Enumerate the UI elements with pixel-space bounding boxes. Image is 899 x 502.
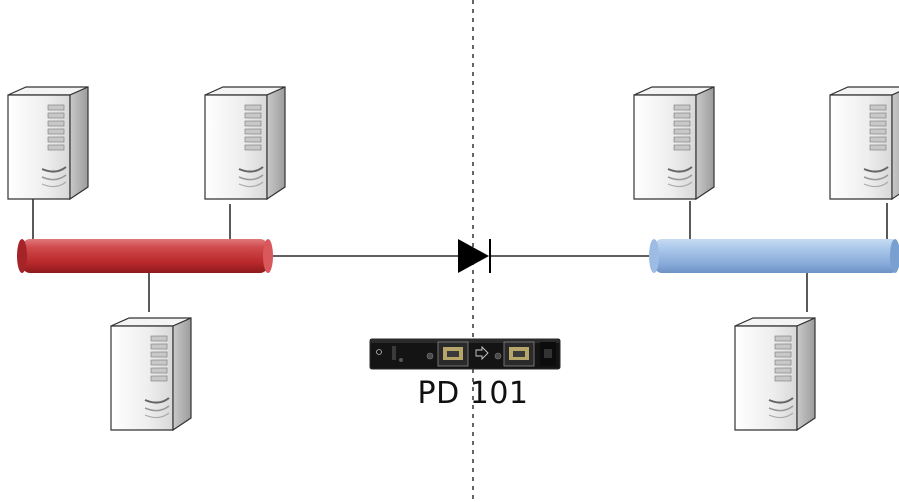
device-label: PD 101 (417, 376, 529, 411)
diode-icon (458, 239, 491, 273)
server-red-3 (110, 317, 192, 431)
pd101-device-panel (369, 338, 561, 370)
red-network-bus (17, 239, 273, 273)
server-blue-1 (633, 86, 715, 200)
server-red-2 (204, 86, 286, 200)
server-blue-3 (734, 317, 816, 431)
blue-network-bus (649, 239, 899, 273)
arrow-right-icon (475, 345, 489, 361)
server-blue-2 (829, 86, 899, 200)
server-red-1 (7, 86, 89, 200)
